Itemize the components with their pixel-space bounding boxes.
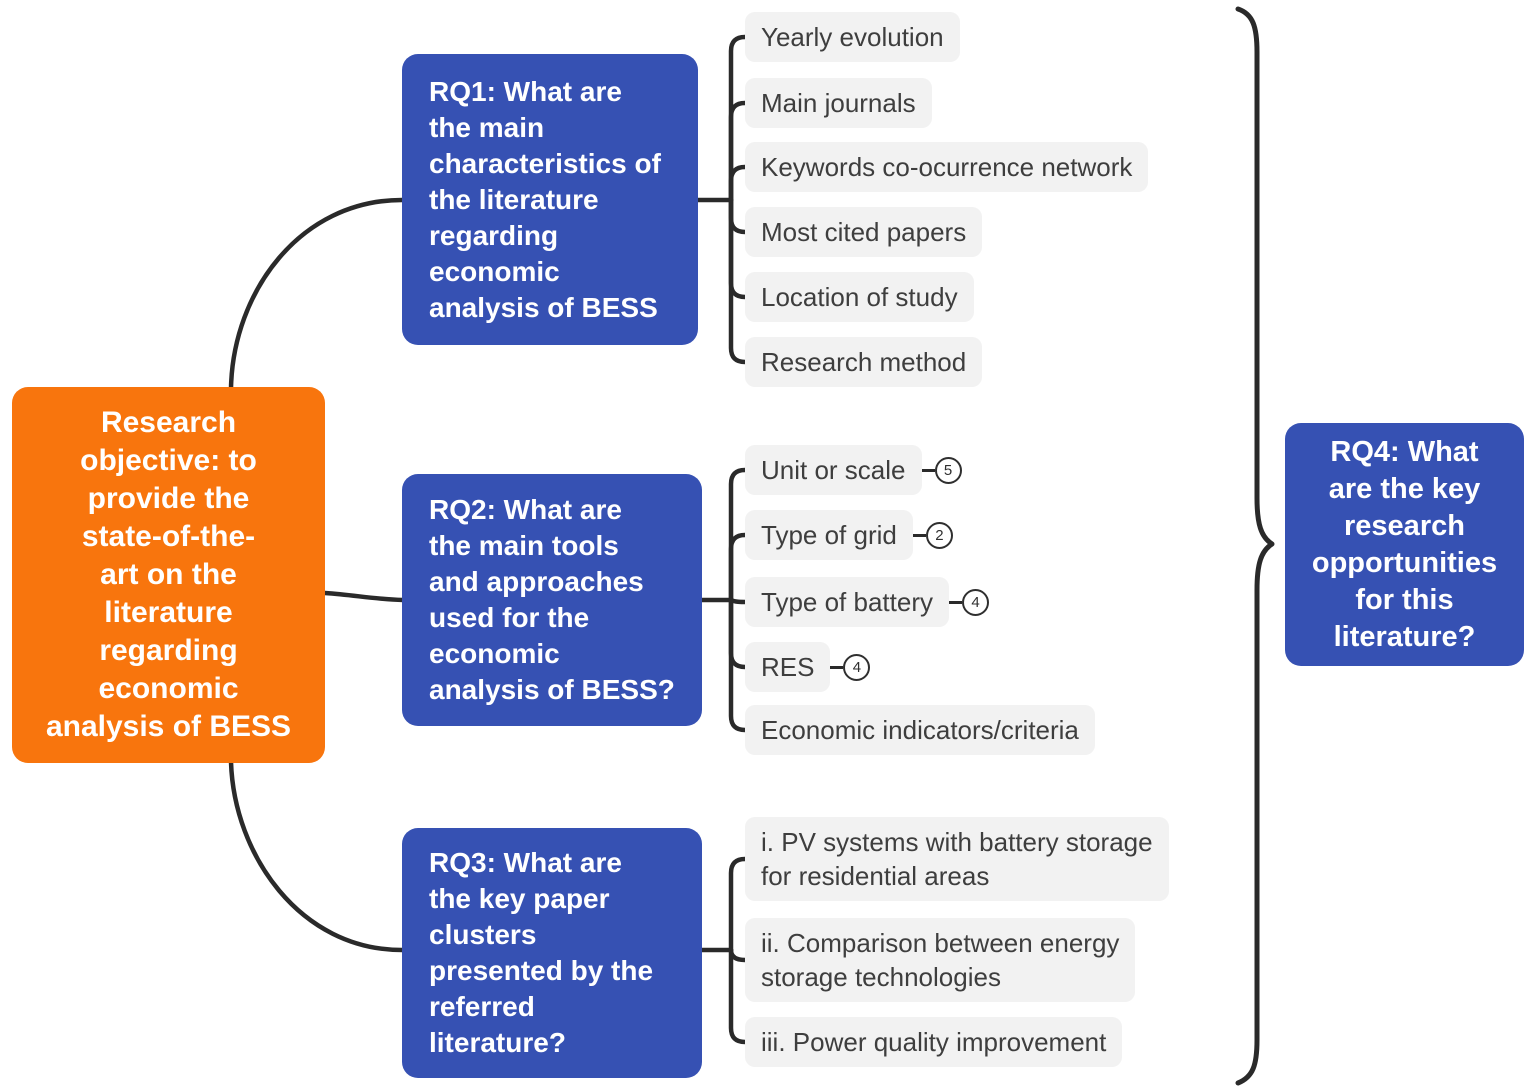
collapsed-count-badge[interactable]: 5 bbox=[934, 456, 962, 484]
badge-connector bbox=[921, 468, 935, 472]
child-label[interactable]: i. PV systems with battery storage for r… bbox=[745, 817, 1169, 901]
child-label[interactable]: Unit or scale bbox=[745, 445, 922, 495]
list-item[interactable]: Unit or scale 5 bbox=[745, 445, 962, 495]
child-label[interactable]: iii. Power quality improvement bbox=[745, 1017, 1123, 1067]
rq4-node[interactable]: RQ4: What are the key research opportuni… bbox=[1285, 423, 1524, 666]
child-label[interactable]: RES bbox=[745, 642, 831, 692]
child-label[interactable]: ii. Comparison between energy storage te… bbox=[745, 918, 1136, 1002]
list-item[interactable]: Location of study bbox=[745, 272, 974, 322]
rq3-node[interactable]: RQ3: What are the key paper clusters pre… bbox=[402, 828, 702, 1078]
collapsed-count-badge[interactable]: 4 bbox=[843, 653, 871, 681]
child-label[interactable]: Economic indicators/criteria bbox=[745, 705, 1095, 755]
badge-connector bbox=[912, 533, 926, 537]
curly-brace bbox=[1235, 6, 1275, 1086]
root-node-research-objective[interactable]: Research objective: to provide the state… bbox=[12, 387, 325, 763]
list-item[interactable]: Economic indicators/criteria bbox=[745, 705, 1095, 755]
rq2-node[interactable]: RQ2: What are the main tools and approac… bbox=[402, 474, 702, 726]
list-item[interactable]: iii. Power quality improvement bbox=[745, 1017, 1123, 1067]
child-label[interactable]: Location of study bbox=[745, 272, 974, 322]
edge-root-rq1 bbox=[228, 197, 405, 391]
list-item[interactable]: Type of battery 4 bbox=[745, 577, 989, 627]
list-item[interactable]: Research method bbox=[745, 337, 983, 387]
child-label[interactable]: Type of battery bbox=[745, 577, 949, 627]
list-item[interactable]: Yearly evolution bbox=[745, 12, 960, 62]
list-item[interactable]: Type of grid 2 bbox=[745, 510, 953, 560]
collapsed-count-badge[interactable]: 2 bbox=[925, 521, 953, 549]
child-label[interactable]: Yearly evolution bbox=[745, 12, 960, 62]
child-label[interactable]: Most cited papers bbox=[745, 207, 983, 257]
child-label[interactable]: Type of grid bbox=[745, 510, 913, 560]
list-item[interactable]: i. PV systems with battery storage for r… bbox=[745, 817, 1169, 901]
badge-connector bbox=[830, 665, 844, 669]
list-item[interactable]: RES 4 bbox=[745, 642, 871, 692]
badge-connector bbox=[948, 600, 962, 604]
list-item[interactable]: ii. Comparison between energy storage te… bbox=[745, 918, 1136, 1002]
edge-root-rq3 bbox=[228, 759, 405, 953]
child-label[interactable]: Main journals bbox=[745, 78, 932, 128]
list-item[interactable]: Most cited papers bbox=[745, 207, 983, 257]
rq1-node[interactable]: RQ1: What are the main characteristics o… bbox=[402, 54, 698, 345]
child-label[interactable]: Research method bbox=[745, 337, 983, 387]
collapsed-count-badge[interactable]: 4 bbox=[961, 588, 989, 616]
list-item[interactable]: Keywords co-ocurrence network bbox=[745, 142, 1149, 192]
edge-root-rq2 bbox=[322, 590, 406, 603]
list-item[interactable]: Main journals bbox=[745, 78, 932, 128]
child-label[interactable]: Keywords co-ocurrence network bbox=[745, 142, 1149, 192]
